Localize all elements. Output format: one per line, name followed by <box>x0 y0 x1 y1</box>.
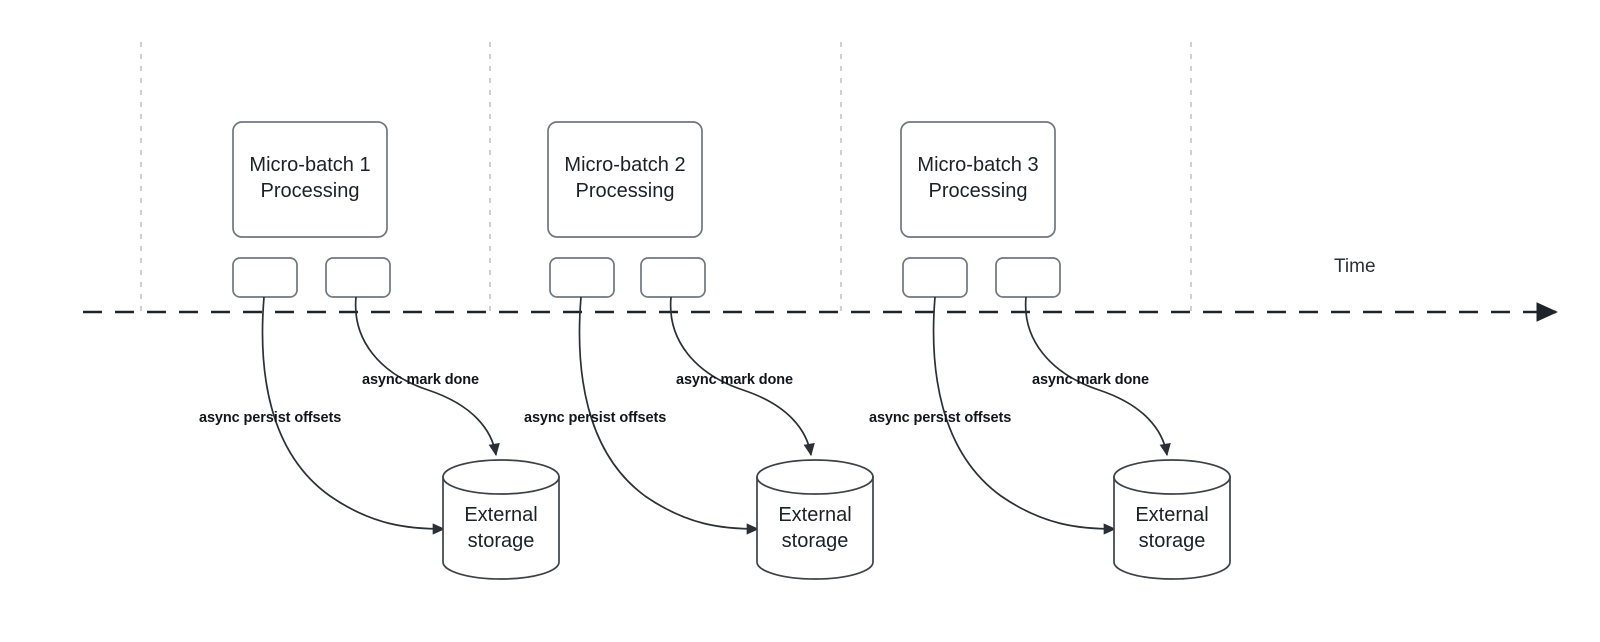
micro-batch-3-group <box>900 121 1231 580</box>
micro-batch-2-edge-persist-offsets <box>578 296 760 535</box>
micro-batch-3-process-box[interactable] <box>900 121 1056 238</box>
cylinder-body <box>756 476 874 580</box>
timeline-ticks <box>140 42 1192 312</box>
micro-batch-1-task-box-persist[interactable] <box>232 257 298 298</box>
micro-batch-2-edge-persist-offsets-label: async persist offsets <box>524 410 667 426</box>
cylinder-body <box>1113 476 1231 580</box>
time-axis-label: Time <box>1334 256 1376 277</box>
cylinder-body <box>442 476 560 580</box>
cylinder-top <box>1113 459 1231 495</box>
micro-batch-3-edge-mark-done-label: async mark done <box>1032 372 1149 388</box>
cylinder-top <box>442 459 560 495</box>
micro-batch-3-edge-persist-offsets-label: async persist offsets <box>869 410 1012 426</box>
micro-batch-3-edge-persist-offsets <box>932 296 1117 535</box>
micro-batch-1-process-box[interactable] <box>232 121 388 238</box>
micro-batch-2-group <box>547 121 874 580</box>
micro-batch-2-process-box[interactable] <box>547 121 703 238</box>
micro-batch-1-edge-persist-offsets-label: async persist offsets <box>199 410 342 426</box>
micro-batch-3-edge-mark-done <box>1024 296 1171 457</box>
micro-batch-1-group <box>232 121 560 580</box>
micro-batch-1-edge-mark-done-label: async mark done <box>362 372 479 388</box>
micro-batch-3-external-storage-cylinder[interactable] <box>1113 459 1231 580</box>
micro-batch-1-edge-mark-done <box>354 296 500 457</box>
micro-batch-1-external-storage-cylinder[interactable] <box>442 459 560 580</box>
micro-batch-1-edge-persist-offsets <box>261 296 446 535</box>
cylinder-top <box>756 459 874 495</box>
micro-batch-2-task-box-mark[interactable] <box>640 257 706 298</box>
micro-batch-3-task-box-persist[interactable] <box>902 257 968 298</box>
micro-batch-2-edge-mark-done-label: async mark done <box>676 372 793 388</box>
micro-batch-3-task-box-mark[interactable] <box>995 257 1061 298</box>
micro-batch-2-external-storage-cylinder[interactable] <box>756 459 874 580</box>
micro-batch-2-task-box-persist[interactable] <box>549 257 615 298</box>
micro-batch-1-task-box-mark[interactable] <box>325 257 391 298</box>
micro-batch-2-edge-mark-done <box>669 296 815 457</box>
